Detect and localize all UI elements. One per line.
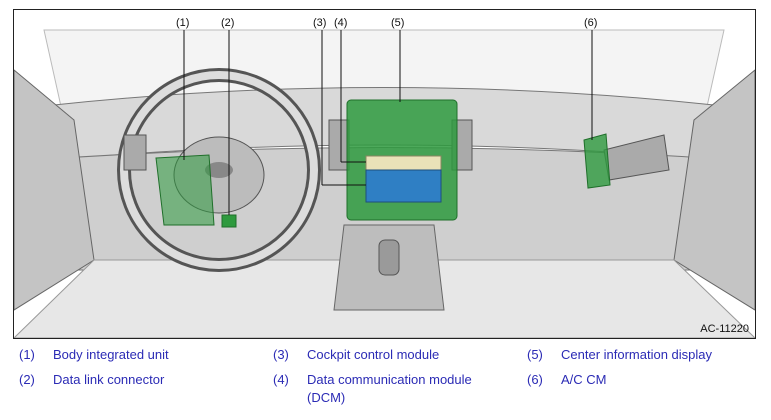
legend-number: (5) <box>527 347 543 362</box>
leader-lines <box>183 30 593 215</box>
legend-number: (4) <box>273 372 289 387</box>
cockpit-control-module-highlight <box>365 155 442 171</box>
body-integrated-unit-highlight <box>155 154 215 226</box>
legend-item-5: (5) Center information display <box>527 346 712 364</box>
figure-id: AC-11220 <box>700 323 749 335</box>
legend-item-4: (4) Data communication module (DCM) <box>273 371 507 407</box>
dcm-highlight <box>365 169 442 203</box>
callout-1: (1) <box>176 17 190 29</box>
dashboard-diagram: (1) (2) (3) (4) (5) (6) AC-11220 <box>13 9 756 339</box>
legend-label: A/C CM <box>561 372 607 387</box>
callout-5: (5) <box>391 17 405 29</box>
legend-label: Data link connector <box>53 372 165 387</box>
legend-label: Body integrated unit <box>53 347 169 362</box>
legend-label: Center information display <box>561 347 713 362</box>
data-link-connector-highlight <box>221 214 237 228</box>
callout-2: (2) <box>221 17 235 29</box>
legend-item-6: (6) A/C CM <box>527 371 607 389</box>
legend-number: (1) <box>19 347 35 362</box>
ac-cm-highlight <box>583 133 611 189</box>
legend-label: Cockpit control module <box>307 347 440 362</box>
callout-6: (6) <box>584 17 598 29</box>
legend-label: Data communication module (DCM) <box>307 372 472 405</box>
legend-number: (3) <box>273 347 289 362</box>
legend-item-3: (3) Cockpit control module <box>273 346 439 364</box>
callout-3: (3) <box>313 17 327 29</box>
legend: (1) Body integrated unit (2) Data link con… <box>13 346 756 416</box>
legend-item-1: (1) Body integrated unit <box>19 346 169 364</box>
legend-number: (2) <box>19 372 35 387</box>
dashboard-illustration <box>14 10 755 338</box>
legend-item-2: (2) Data link connector <box>19 371 164 389</box>
legend-number: (6) <box>527 372 543 387</box>
callout-4: (4) <box>334 17 348 29</box>
